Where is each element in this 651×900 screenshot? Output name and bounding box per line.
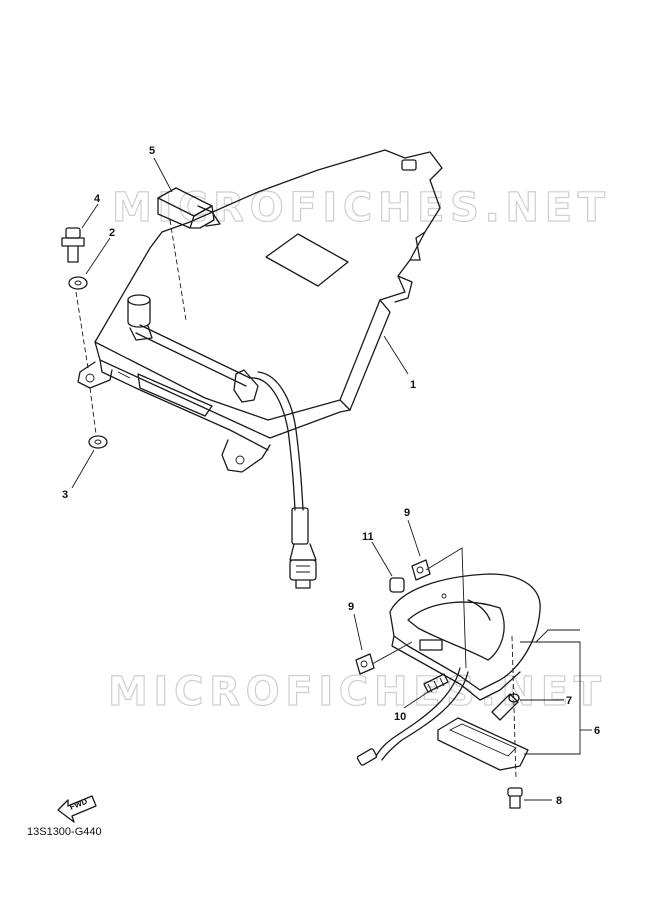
- callout-11: 11: [362, 531, 374, 543]
- callout-9-upper: 9: [404, 507, 410, 519]
- callout-6: 6: [594, 725, 600, 737]
- callout-5: 5: [149, 145, 155, 157]
- callout-9-lower: 9: [348, 601, 354, 613]
- watermark-top: MICROFICHES.NET: [112, 185, 607, 231]
- callout-3: 3: [62, 489, 68, 501]
- watermark-bottom: MICROFICHES.NET: [108, 669, 603, 715]
- alignment-line-lower: [89, 387, 97, 435]
- callout-10: 10: [394, 711, 406, 723]
- fwd-arrow-icon: FWD: [57, 795, 97, 823]
- alignment-line-left: [75, 291, 89, 369]
- alignment-line-rod: [169, 219, 187, 321]
- callout-2: 2: [109, 227, 115, 239]
- washer-part-2: [68, 276, 88, 290]
- callout-8: 8: [556, 795, 562, 807]
- callout-7: 7: [566, 695, 572, 707]
- callout-1: 1: [410, 379, 416, 391]
- screw-part-4: [61, 227, 85, 263]
- diagram-code: 13S1300-G440: [27, 826, 102, 838]
- bracket-assembly: [77, 149, 443, 589]
- callout-4: 4: [94, 193, 101, 205]
- license-light-assembly: [355, 559, 541, 809]
- relay-clip: [157, 187, 221, 229]
- washer-part-3: [88, 435, 108, 449]
